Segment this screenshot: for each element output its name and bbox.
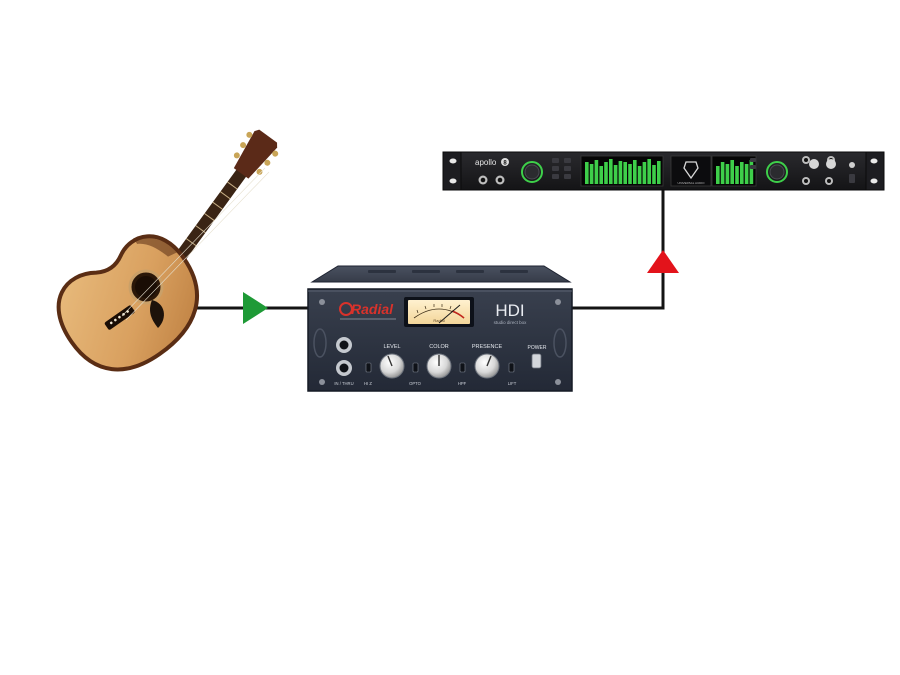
meter-bar (633, 160, 637, 184)
meter-bar (740, 162, 744, 184)
meter-bar (613, 165, 618, 184)
triangle-right-icon (243, 292, 268, 324)
radial-hdi-di-box-icon: Radial Radial HDI studio direct box (307, 265, 573, 392)
apollo-brand: apollo (475, 158, 497, 167)
meter-bar (657, 161, 661, 184)
meter-bar (716, 166, 720, 184)
meter-bar (623, 162, 627, 184)
switch-label-opto: OPTO (409, 381, 422, 386)
meter-bar (618, 161, 623, 184)
vu-label: Radial (433, 318, 444, 323)
power-switch (531, 353, 542, 369)
switch-label-hiz: HI Z (364, 381, 372, 386)
meter-bar (585, 162, 589, 184)
meter-bar (652, 165, 656, 184)
knob-label-color: COLOR (429, 344, 449, 350)
meter-bar (637, 166, 642, 184)
hdi-model: HDI (495, 301, 524, 320)
switch-label-hpf: HPF (458, 381, 467, 386)
acoustic-guitar-icon (56, 129, 279, 372)
meter-bar (604, 162, 608, 184)
meter-bar (594, 160, 599, 184)
meter-bar (647, 159, 651, 184)
hdi-subtitle: studio direct box (494, 320, 528, 325)
knob-label-presence: PRESENCE (472, 344, 503, 350)
di-to-interface-cable (570, 190, 665, 310)
meter-bar (599, 166, 603, 184)
apollo-maker: UNIVERSAL AUDIO (677, 181, 705, 185)
knob-label-level: LEVEL (383, 344, 400, 350)
input-jacks (336, 337, 352, 376)
meter-bar (589, 164, 594, 184)
meter-bar (628, 164, 632, 184)
output-meters (716, 160, 754, 184)
meter-bar (642, 162, 647, 184)
meter-bar (725, 164, 730, 184)
hdi-brand: Radial (351, 301, 394, 317)
meter-bar (735, 166, 739, 184)
vu-meter: Radial (404, 297, 474, 327)
switch-label-in-thru: IN / THRU (334, 381, 353, 386)
meter-bar (744, 164, 749, 184)
meter-bar (720, 162, 725, 184)
power-label: POWER (528, 345, 547, 351)
triangle-up-icon (647, 250, 679, 273)
apollo-8-audio-interface-icon: apollo 8 UNIVERSAL AUDIO (442, 151, 885, 191)
input-meters (585, 159, 661, 184)
color-knob (426, 353, 452, 379)
meter-bar (730, 160, 734, 184)
presence-knob (474, 353, 500, 379)
apollo-model-badge: 8 (503, 161, 507, 167)
radial-logo: Radial (339, 301, 396, 320)
meter-bar (749, 160, 754, 184)
level-knob (379, 353, 405, 379)
meter-bar (609, 159, 613, 184)
switch-label-lift: LIFT (508, 381, 517, 386)
